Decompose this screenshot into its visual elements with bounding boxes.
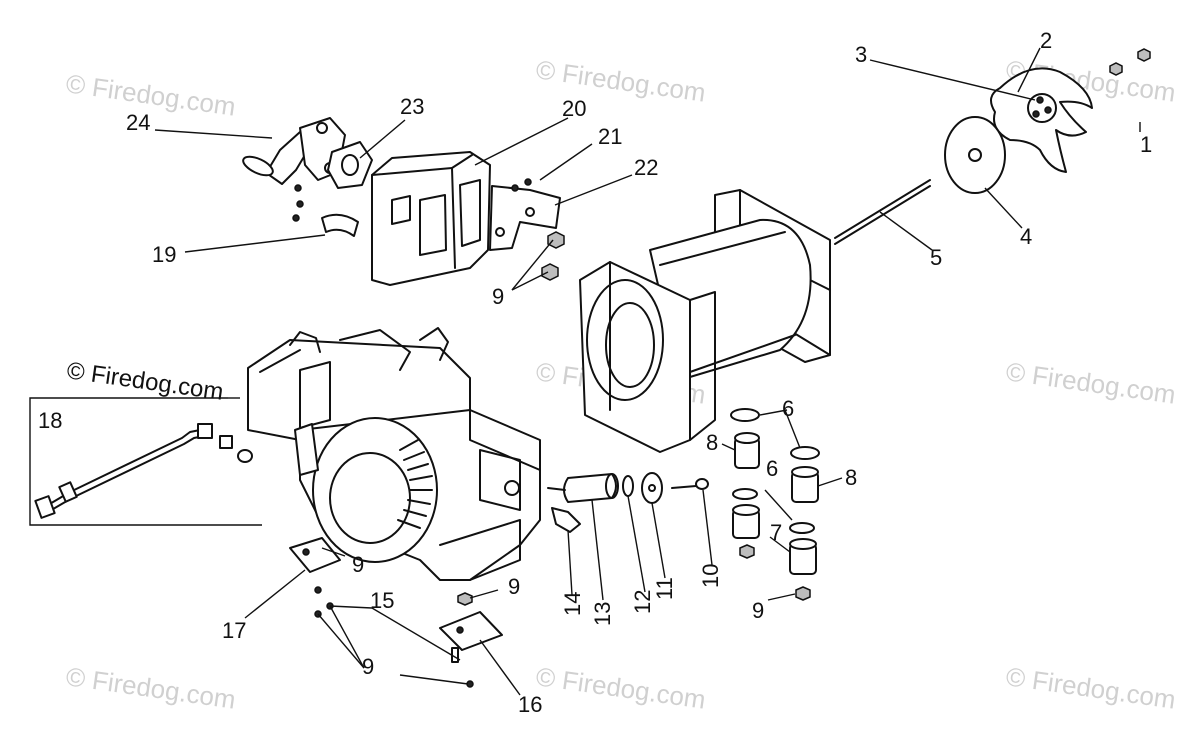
callout-9: 9 bbox=[362, 654, 374, 679]
callout-8: 8 bbox=[845, 465, 857, 490]
fuel-line-bracket bbox=[29, 397, 262, 526]
callout-1: 1 bbox=[1140, 132, 1152, 157]
callout-6: 6 bbox=[766, 456, 778, 481]
callout-2: 2 bbox=[1040, 28, 1052, 53]
callout-12: 12 bbox=[630, 590, 655, 614]
callout-15: 15 bbox=[370, 588, 394, 613]
callout-21: 21 bbox=[598, 124, 622, 149]
callout-14: 14 bbox=[560, 592, 585, 616]
callout-18: 18 bbox=[38, 408, 62, 433]
watermark: © Firedog.com bbox=[1004, 356, 1177, 409]
callout-24: 24 bbox=[126, 110, 150, 135]
callout-9: 9 bbox=[492, 284, 504, 309]
callout-16: 16 bbox=[518, 692, 542, 717]
callout-19: 19 bbox=[152, 242, 176, 267]
callout-10: 10 bbox=[698, 564, 723, 588]
watermark: © Firedog.com bbox=[534, 54, 707, 107]
watermark: © Firedog.com bbox=[64, 661, 237, 714]
callout-9: 9 bbox=[508, 574, 520, 599]
vibration-mounts bbox=[730, 408, 820, 601]
callout-labels: 1 2 3 4 5 6 6 7 8 8 9 9 9 9 9 10 11 12 1… bbox=[38, 28, 1152, 717]
callout-6: 6 bbox=[782, 396, 794, 421]
callout-4: 4 bbox=[1020, 224, 1032, 249]
callout-11: 11 bbox=[652, 577, 677, 600]
muffler-assembly bbox=[242, 117, 565, 286]
callout-23: 23 bbox=[400, 94, 424, 119]
callout-5: 5 bbox=[930, 245, 942, 270]
leader-lines bbox=[154, 47, 1141, 696]
generator-assembly-icon bbox=[579, 179, 931, 453]
watermark: © Firedog.com bbox=[64, 68, 237, 121]
engine-mount-parts bbox=[289, 537, 503, 688]
engine-assembly-icon bbox=[247, 327, 541, 581]
callout-7: 7 bbox=[770, 520, 782, 545]
coupling-parts bbox=[547, 472, 709, 533]
watermark: © Firedog.com bbox=[534, 661, 707, 714]
callout-13: 13 bbox=[590, 602, 615, 626]
callout-17: 17 bbox=[222, 618, 246, 643]
watermark: © Firedog.com bbox=[1004, 661, 1177, 714]
starter-grille bbox=[397, 439, 433, 529]
callout-9: 9 bbox=[752, 598, 764, 623]
cooling-fan-icon bbox=[944, 48, 1151, 194]
callout-8: 8 bbox=[706, 430, 718, 455]
callout-20: 20 bbox=[562, 96, 586, 121]
muffler-icon bbox=[371, 151, 491, 286]
callout-22: 22 bbox=[634, 155, 658, 180]
callout-9: 9 bbox=[352, 552, 364, 577]
callout-3: 3 bbox=[855, 42, 867, 67]
